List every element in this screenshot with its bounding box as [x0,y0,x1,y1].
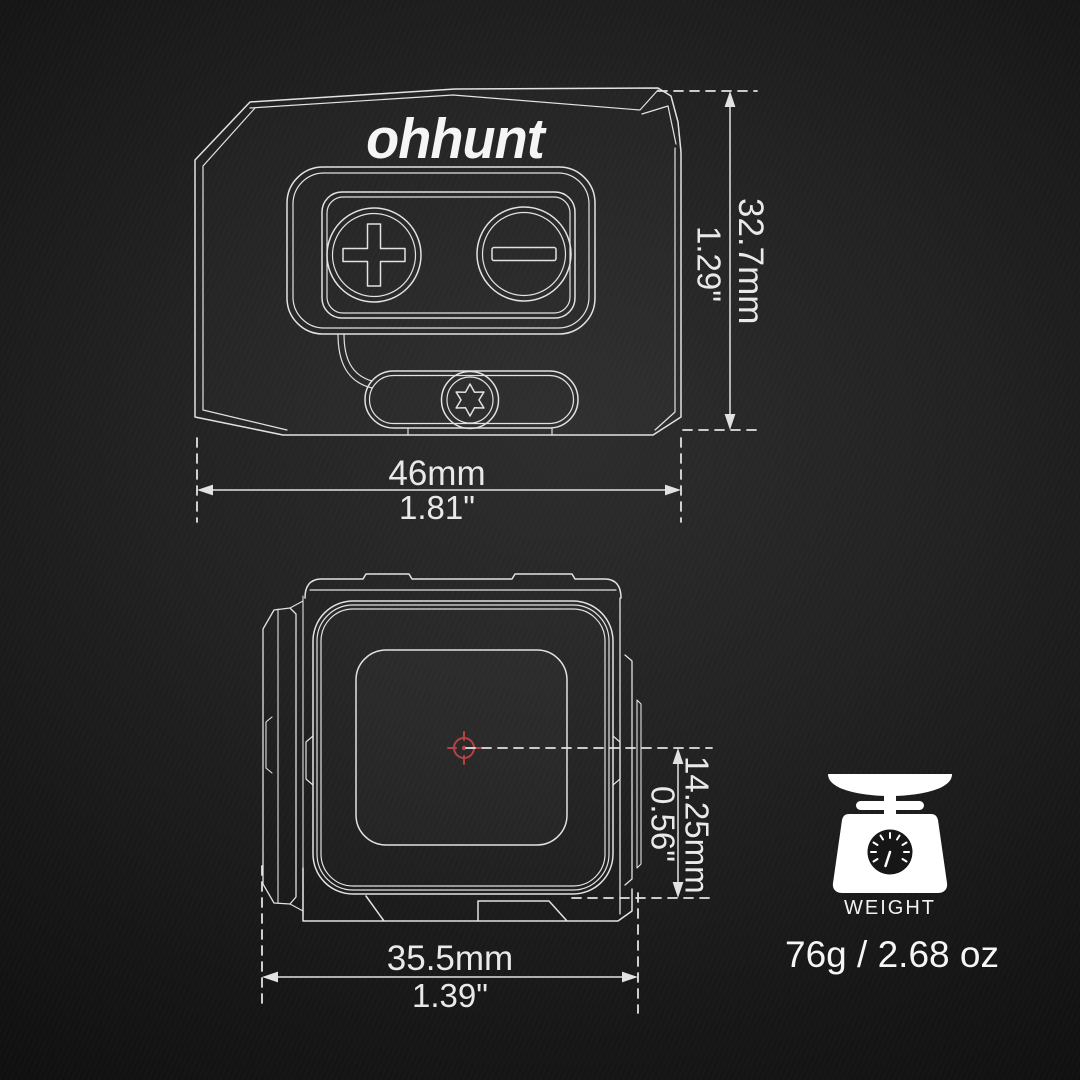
side-body-inner-walls [202,107,676,431]
side-width-mm-label: 46mm [388,454,486,493]
side-width-inch-label: 1.81" [399,489,475,526]
mount-plate-notches [407,427,553,436]
side-height-mm-label: 32.7mm [730,198,770,325]
scale-pan [828,774,952,796]
torx-screw-icon [440,370,500,430]
left-side-plate [262,595,304,917]
side-body-roof-facets [249,89,677,145]
adjustment-panel-outer [286,166,596,335]
weight-value: 76g / 2.68 oz [785,934,999,975]
side-height-inch-label: 1.29" [690,225,728,302]
side-body-outline [194,87,682,436]
minus-icon [491,246,557,262]
plus-dial [326,207,422,303]
front-width-inch-label: 1.39" [412,977,488,1014]
plus-icon [342,223,406,287]
front-frame-inner [320,608,606,887]
side-height-dimension [657,90,758,431]
right-side-plate [619,597,642,915]
lens-height-inch-label: 0.56" [644,786,682,862]
scale-needle [884,850,892,868]
front-frame-mid [316,604,610,891]
front-width-dimension [261,865,639,1014]
mounting-feet [302,867,633,922]
lens-height-mm-label: 14.25mm [678,756,716,894]
adjustment-panel-recess [321,191,576,319]
front-width-mm-label: 35.5mm [386,939,514,978]
side-view-drawing [194,87,758,523]
front-view-drawing [261,573,713,1014]
front-top-cap [304,573,622,599]
kitchen-scale-icon [828,774,952,893]
side-width-dimension [196,437,682,523]
weight-label: WEIGHT [844,897,936,919]
minus-dial [476,206,572,302]
lens-height-dimension [465,747,713,899]
side-body-s-curve [337,333,373,389]
adjustment-panel-outer-inner-line [292,172,590,329]
brand-logo: ohhunt [366,107,545,171]
